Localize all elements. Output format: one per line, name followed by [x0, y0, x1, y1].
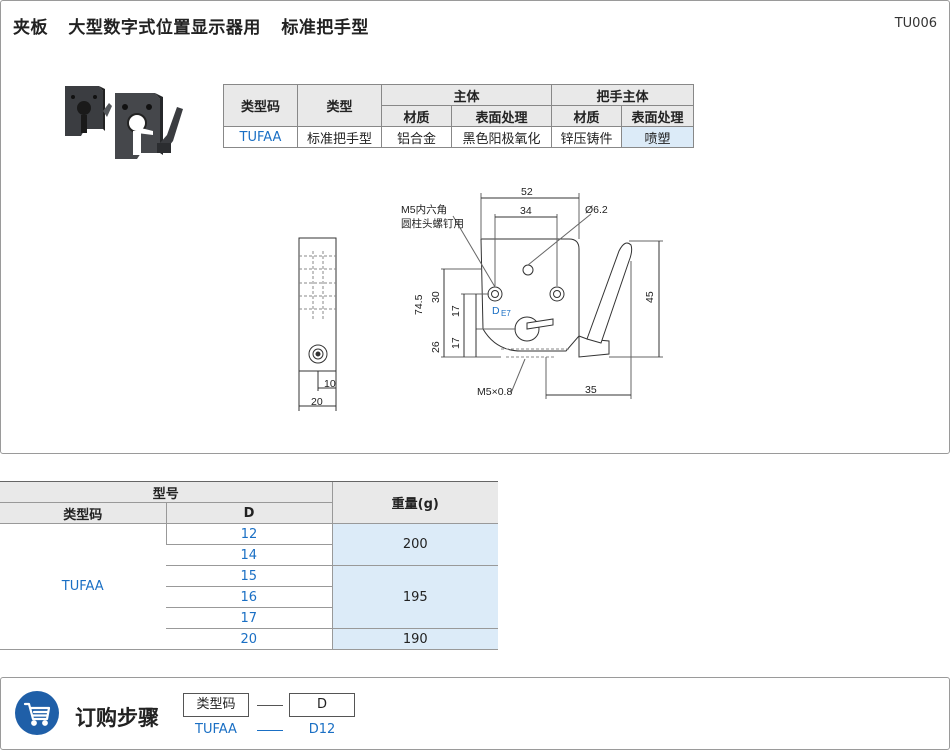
order-title: 订购步骤	[75, 706, 159, 730]
page-title: 夹板 大型数字式位置显示器用 标准把手型	[13, 13, 383, 38]
size-header-code: 类型码	[0, 502, 166, 524]
size-weight-value: 190	[331, 628, 498, 650]
spec-header-type: 类型	[297, 84, 382, 127]
size-weight-value: 200	[331, 523, 498, 566]
side-view	[298, 237, 337, 411]
spec-cell-handle-material: 锌压铸件	[551, 126, 622, 148]
product-panel: 夹板 大型数字式位置显示器用 标准把手型 TU006 类型码 类型 主体 把手主…	[0, 0, 950, 454]
size-weight-value: 195	[331, 565, 498, 629]
spec-cell-handle-surface: 喷塑	[621, 126, 694, 148]
order-example-separator	[257, 730, 283, 731]
dimension-drawing: 10 20	[298, 186, 663, 411]
order-box-d: D	[289, 693, 355, 717]
dim-35: 35	[585, 384, 597, 396]
dim-17-a: 17	[450, 305, 462, 317]
size-d-value: 14	[166, 544, 332, 566]
title-part-3: 标准把手型	[281, 18, 369, 38]
spec-header-body: 主体	[381, 84, 552, 106]
order-box-code: 类型码	[183, 693, 249, 717]
dim-34: 34	[520, 205, 532, 217]
product-photo	[65, 86, 183, 159]
size-d-value: 12	[165, 523, 332, 545]
dim-d-tolerance: E7	[501, 309, 511, 318]
product-code: TU006	[894, 16, 937, 31]
order-example-code: TUFAA	[195, 722, 237, 737]
size-d-value: 15	[166, 565, 332, 587]
spec-header-handle-surface: 表面处理	[621, 105, 694, 127]
spec-cell-body-surface: 黑色阳极氧化	[451, 126, 552, 148]
spec-header-handle-material: 材质	[551, 105, 622, 127]
dim-30: 30	[430, 291, 442, 303]
spec-table: 类型码 类型 主体 把手主体 材质 表面处理 材质 表面处理 TUFAA 标准把…	[223, 84, 694, 148]
cart-icon	[15, 691, 59, 735]
spec-header-code: 类型码	[223, 84, 298, 127]
dim-17-b: 17	[450, 337, 462, 349]
title-part-1: 夹板	[13, 18, 48, 38]
size-d-value: 17	[166, 607, 332, 629]
size-d-value: 16	[166, 586, 332, 608]
front-view	[480, 238, 633, 358]
spec-header-body-surface: 表面处理	[451, 105, 552, 127]
dim-26: 26	[430, 341, 442, 353]
dim-side-20: 20	[311, 396, 323, 408]
dim-d-label: D	[492, 305, 500, 317]
screw-note-2: 圆柱头螺钉用	[401, 217, 464, 230]
size-d-value: 20	[166, 628, 332, 650]
order-separator	[257, 705, 283, 706]
size-header-d: D	[165, 502, 332, 524]
spec-cell-type: 标准把手型	[297, 126, 382, 148]
dim-hole-dia: Ø6.2	[585, 204, 608, 216]
order-steps-panel: 订购步骤 类型码 D TUFAA D12	[0, 677, 950, 750]
spec-header-handle: 把手主体	[551, 84, 694, 106]
screw-note-1: M5内六角	[401, 203, 447, 216]
title-part-2: 大型数字式位置显示器用	[68, 18, 261, 38]
size-table: 型号 重量(g) 类型码 D TUFAA 12 200 14 15 195 16…	[0, 481, 498, 650]
size-header-weight: 重量(g)	[331, 481, 498, 524]
thread-note: M5×0.8	[477, 386, 512, 398]
dim-45: 45	[644, 291, 656, 303]
order-example-d: D12	[308, 722, 336, 737]
size-cell-code: TUFAA	[0, 523, 166, 650]
spec-header-body-material: 材质	[381, 105, 452, 127]
dim-52: 52	[521, 186, 533, 198]
dim-74-5: 74.5	[413, 294, 425, 315]
size-header-model: 型号	[0, 481, 332, 503]
dim-side-10: 10	[324, 378, 336, 390]
spec-cell-code: TUFAA	[223, 126, 298, 148]
spec-cell-body-material: 铝合金	[381, 126, 452, 148]
